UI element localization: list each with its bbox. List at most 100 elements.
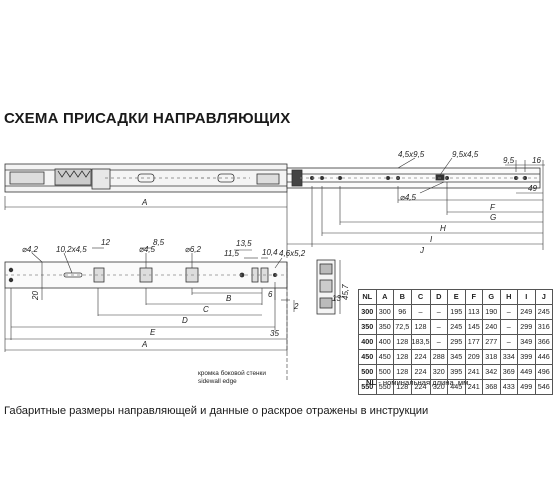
table-header-cell: H (499, 289, 518, 305)
sidewall-label-en: sidewall edge (198, 378, 237, 385)
bottom-rail-drawing (4, 259, 336, 315)
dim-label-d42: ⌀4,2 (22, 245, 38, 254)
table-cell: 316 (534, 319, 553, 335)
table-cell: 349 (517, 334, 536, 350)
dim-label-h: H (440, 224, 446, 233)
table-cell: 288 (429, 349, 448, 365)
table-cell: 300 (375, 304, 394, 320)
table-cell: 277 (482, 334, 501, 350)
table-header-cell: NL (358, 289, 377, 305)
top-slide-drawing (4, 163, 541, 193)
table-cell: 546 (534, 379, 553, 395)
table-cell: – (429, 334, 448, 350)
dim-label-d20: 20 (31, 291, 40, 301)
dim-label-d457: 45,7 (341, 284, 350, 300)
dim-label-d45-top: ⌀4,5 (400, 193, 416, 202)
table-header-cell: J (534, 289, 553, 305)
dim-label-i: I (430, 235, 433, 244)
note-key: NL (366, 378, 377, 387)
table-cell: 450 (358, 349, 377, 365)
dim-label-49: 49 (528, 184, 537, 193)
table-cell: 224 (410, 349, 431, 365)
dim-label-4x95: 4,5x9,5 (398, 150, 425, 159)
top-dimension-labels: A 4,5x9,5 9,5x4,5 9,5 16 49 ⌀4,5 F G H I… (141, 150, 541, 255)
table-cell: 342 (482, 364, 501, 380)
table-cell: 190 (482, 304, 501, 320)
table-cell: 399 (517, 349, 536, 365)
bottom-dimension-labels: ⌀4,2 10,2x4,5 12 8,5 ⌀4,5 ⌀6,2 13,5 11,5… (22, 238, 350, 349)
table-cell: 177 (464, 334, 483, 350)
table-cell: 249 (517, 304, 536, 320)
table-cell: 400 (375, 334, 394, 350)
dim-label-f: F (490, 203, 496, 212)
table-header-cell: E (447, 289, 466, 305)
table-cell: – (499, 334, 518, 350)
dim-label-d104: 10,4 (262, 248, 278, 257)
dim-label-a-bottom: A (141, 340, 147, 349)
table-cell: 499 (517, 379, 536, 395)
table-cell: 183,5 (410, 334, 431, 350)
dim-label-16: 16 (532, 156, 541, 165)
table-cell: 449 (517, 364, 536, 380)
dim-label-d: D (182, 316, 188, 325)
page-title: СХЕМА ПРИСАДКИ НАПРАВЛЯЮЩИХ (4, 110, 291, 127)
table-cell: 240 (482, 319, 501, 335)
bottom-dimensions (4, 247, 345, 380)
dim-label-d6: 6 (268, 290, 273, 299)
top-dimensions (4, 157, 545, 258)
table-header-cell: G (482, 289, 501, 305)
sidewall-label: кромка боковой стенки sidewall edge (198, 370, 266, 386)
dim-label-95x45: 9,5x4,5 (452, 150, 479, 159)
table-cell: 400 (358, 334, 377, 350)
dim-label-a-top: A (141, 198, 147, 207)
table-cell: 245 (534, 304, 553, 320)
dim-label-d2: 2 (293, 302, 299, 311)
table-cell: 366 (534, 334, 553, 350)
table-cell: 318 (482, 349, 501, 365)
table-cell: 128 (410, 319, 431, 335)
dim-label-d115: 11,5 (224, 249, 240, 258)
table-header-cell: C (410, 289, 431, 305)
dim-label-d46: 4,6x5,2 (279, 249, 306, 258)
dim-label-d45: ⌀4,5 (139, 245, 155, 254)
table-cell: 300 (358, 304, 377, 320)
dim-label-d85: 8,5 (153, 238, 165, 247)
table-cell: 128 (393, 334, 412, 350)
table-cell: 128 (393, 349, 412, 365)
table-header-cell: I (517, 289, 536, 305)
ball-retainer (54, 168, 92, 186)
dim-label-d135: 13,5 (236, 239, 252, 248)
bearing-cage (9, 171, 45, 185)
table-cell: 295 (447, 334, 466, 350)
dim-label-35: 35 (270, 329, 279, 338)
note-text: - номинальная длина, мм. (376, 378, 471, 387)
page-caption: Габаритные размеры направляющей и данные… (4, 405, 429, 417)
table-cell: – (499, 319, 518, 335)
table-cell: – (429, 319, 448, 335)
table-cell: 350 (358, 319, 377, 335)
table-header-cell: F (464, 289, 483, 305)
table-cell: 345 (447, 349, 466, 365)
table-cell: 209 (464, 349, 483, 365)
dim-label-d13: 13 (332, 294, 341, 303)
table-cell: 369 (499, 364, 518, 380)
table-cell: – (499, 304, 518, 320)
dim-label-j: J (419, 246, 425, 255)
table-cell: 433 (499, 379, 518, 395)
table-note: NL - номинальная длина, мм. (366, 378, 471, 387)
table-cell: 195 (447, 304, 466, 320)
table-cell: 224 (410, 379, 431, 395)
table-cell: – (410, 304, 431, 320)
slide-body-right (286, 167, 541, 189)
table-cell: 350 (375, 319, 394, 335)
dim-label-g: G (490, 213, 496, 222)
table-header-cell: B (393, 289, 412, 305)
dim-label-c: C (203, 305, 209, 314)
dim-label-d12: 12 (101, 238, 110, 247)
